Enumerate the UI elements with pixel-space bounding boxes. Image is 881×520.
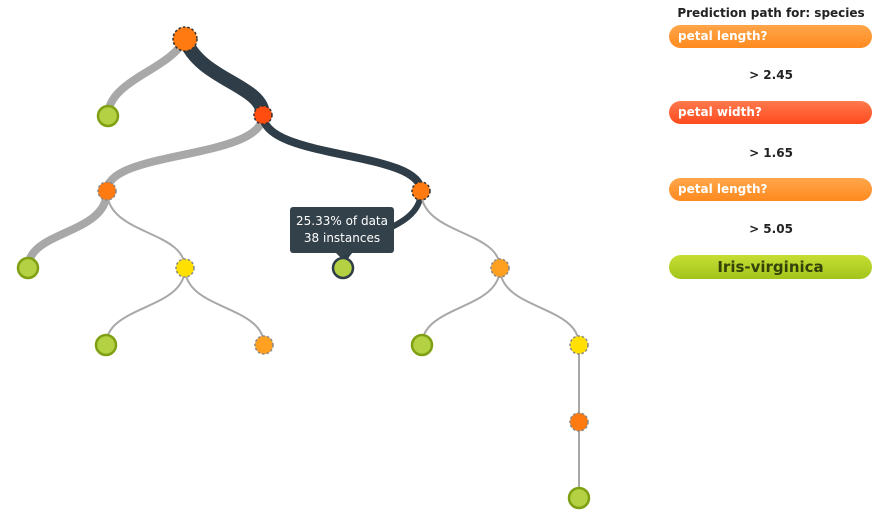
decision-tree bbox=[16, 26, 591, 510]
edge-root-to-node-right bbox=[178, 32, 270, 122]
path-step-1-condition: > 2.45 bbox=[749, 68, 793, 82]
edge-nodeR-to-orange bbox=[420, 190, 501, 269]
path-step-1-question[interactable]: petal length? bbox=[669, 25, 872, 48]
leaf-node-b[interactable] bbox=[94, 333, 118, 357]
root-node[interactable] bbox=[172, 26, 198, 52]
path-step-2-question[interactable]: petal width? bbox=[669, 101, 872, 124]
leaf-node-d[interactable] bbox=[567, 486, 591, 510]
split-node-light-orange[interactable] bbox=[490, 258, 510, 278]
panel-title: Prediction path for: species bbox=[677, 6, 865, 20]
edge-node2-to-node-left bbox=[103, 111, 267, 195]
edge-nodeL-to-leaf bbox=[24, 187, 111, 272]
edge-nodeL-to-yellow bbox=[106, 190, 186, 269]
tooltip-arrow bbox=[336, 253, 348, 259]
split-node-orange-small[interactable] bbox=[254, 335, 274, 355]
prediction-path-panel: Prediction path for: species petal lengt… bbox=[666, 0, 876, 300]
edge-yellow-to-orange bbox=[184, 267, 265, 346]
leaf-node-selected[interactable] bbox=[331, 256, 355, 280]
node-tooltip: 25.33% of data 38 instances bbox=[290, 207, 394, 259]
edge-node2-to-node-right bbox=[259, 111, 425, 195]
split-node-orange-bottom[interactable] bbox=[569, 412, 589, 432]
path-step-3-question[interactable]: petal length? bbox=[669, 178, 872, 201]
edge-orange-to-leaf bbox=[421, 267, 501, 346]
edge-orange-to-yellow bbox=[499, 267, 580, 346]
split-node-right[interactable] bbox=[411, 181, 431, 201]
prediction-result[interactable]: Iris-virginica bbox=[669, 255, 872, 279]
split-node-left[interactable] bbox=[97, 181, 117, 201]
edge-root-to-leaf-left bbox=[104, 35, 189, 120]
edge-yellow-to-leaf bbox=[105, 267, 186, 346]
split-node-yellow[interactable] bbox=[175, 258, 195, 278]
split-node-petal-width[interactable] bbox=[253, 105, 273, 125]
leaf-node-c[interactable] bbox=[410, 333, 434, 357]
tooltip-percent: 25.33% of data bbox=[296, 214, 388, 228]
leaf-node-a[interactable] bbox=[16, 256, 40, 280]
path-step-3-condition: > 5.05 bbox=[749, 222, 793, 236]
leaf-node-setosa[interactable] bbox=[96, 104, 120, 128]
split-node-yellow-2[interactable] bbox=[569, 335, 589, 355]
tooltip-instances: 38 instances bbox=[303, 231, 381, 245]
path-step-2-condition: > 1.65 bbox=[749, 146, 793, 160]
